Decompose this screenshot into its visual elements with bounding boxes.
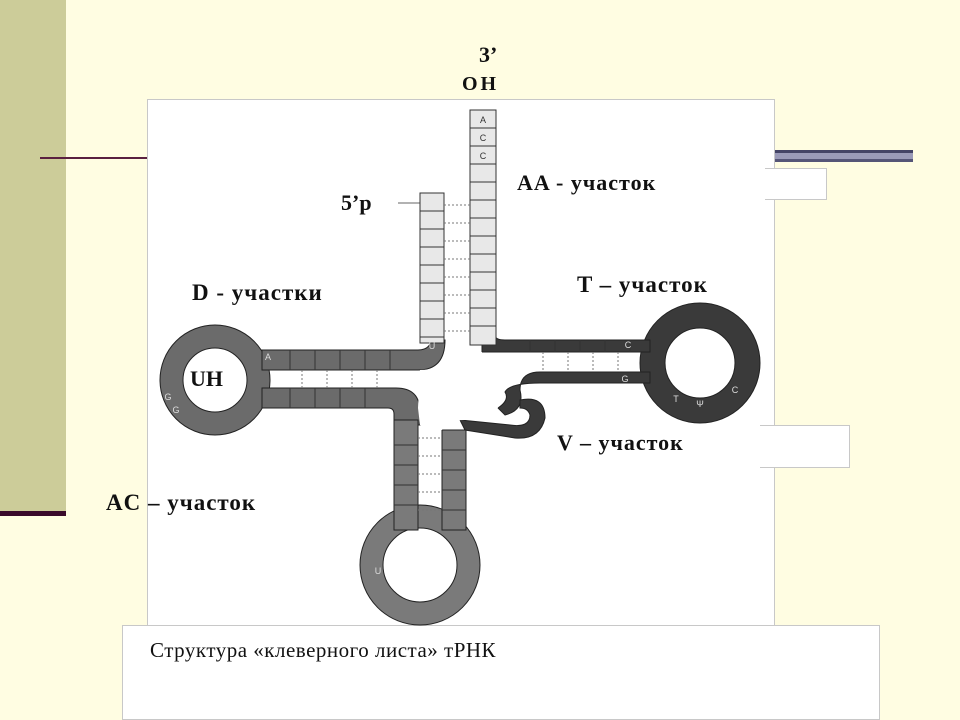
acceptor-base-2: C xyxy=(480,133,487,143)
d-arm-base-g2: G xyxy=(172,405,179,415)
ac-arm xyxy=(359,419,481,626)
junction xyxy=(418,352,498,430)
d-arm xyxy=(159,324,446,436)
divider-line-bottom xyxy=(0,511,66,516)
diagram-panel-v-tab xyxy=(760,425,850,468)
t-loop-hole xyxy=(664,327,736,399)
caption-panel xyxy=(122,625,880,720)
label-t-region: T – участок xyxy=(577,272,708,297)
t-arm-base-t: T xyxy=(673,394,679,404)
ac-loop-hole xyxy=(382,527,458,603)
t-arm-base-g: G xyxy=(621,374,628,384)
acceptor-strand-3prime xyxy=(469,109,497,346)
label-v-region: V – участок xyxy=(557,430,684,455)
t-arm-base-c2: C xyxy=(732,385,739,395)
t-arm-base-psi: Ψ xyxy=(696,399,704,409)
diagram-caption: Структура «клеверного листа» тРНК xyxy=(150,638,497,662)
base-pair-dots xyxy=(301,204,619,511)
label-oh: OH xyxy=(462,73,500,95)
label-3-prime: 3’ xyxy=(479,42,498,67)
divider-line-right xyxy=(775,150,913,162)
label-aa-region: AA - участок xyxy=(517,170,657,195)
diagram-panel-aa-tab xyxy=(765,168,827,200)
d-strand-lower xyxy=(261,387,421,426)
d-arm-base-u: U xyxy=(429,341,436,351)
ac-loop-base-u: U xyxy=(375,566,382,576)
side-decoration-bar xyxy=(0,0,66,512)
ac-strand-right xyxy=(441,429,467,531)
label-ac-region: AC – участок xyxy=(106,490,257,515)
label-uh: UH xyxy=(190,366,223,391)
divider-line-left xyxy=(40,157,150,159)
ac-strand-left xyxy=(393,419,419,531)
acceptor-base-1: A xyxy=(480,115,486,125)
acceptor-strand-5prime xyxy=(419,192,445,344)
d-arm-base-g1: G xyxy=(164,392,171,402)
t-arm-base-c1: C xyxy=(625,340,632,350)
d-arm-base-a: A xyxy=(265,352,271,362)
d-loop-hole xyxy=(182,347,248,413)
t-arm xyxy=(459,302,761,439)
acceptor-stem xyxy=(419,109,497,346)
label-five-prime: 5’p xyxy=(341,190,372,215)
d-strand-upper xyxy=(261,334,446,371)
label-d-region: D - участки xyxy=(192,280,323,305)
acceptor-base-3: C xyxy=(480,151,487,161)
cell-dividers xyxy=(289,127,631,511)
